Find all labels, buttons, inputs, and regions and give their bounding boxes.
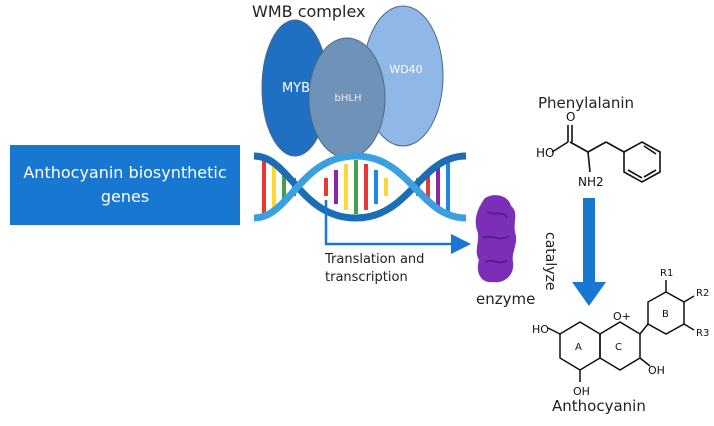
group-r1: R1	[660, 268, 673, 279]
precursor-nh2: NH2	[578, 175, 604, 189]
wd40-label: WD40	[389, 63, 422, 76]
group-o-plus: O+	[613, 310, 631, 323]
genes-label: Anthocyanin biosynthetic genes	[23, 163, 227, 206]
complex-title: WMB complex	[252, 2, 366, 21]
group-r2: R2	[696, 288, 709, 299]
precursor-o: O	[566, 110, 575, 124]
process-label: Translation and transcription	[325, 252, 425, 285]
group-oh-right: OH	[648, 364, 665, 377]
genes-box: Anthocyanin biosynthetic genes	[10, 145, 240, 225]
group-oh-bottom: OH	[573, 385, 590, 398]
dna-double-helix-icon	[253, 152, 467, 222]
enzyme-label: enzyme	[476, 290, 536, 308]
bhlh-label: bHLH	[335, 93, 362, 104]
ring-c-label: C	[615, 342, 622, 353]
precursor-ho: HO	[536, 146, 554, 160]
ring-a-label: A	[575, 342, 582, 353]
group-ho: HO	[532, 323, 549, 336]
precursor-name: Phenylalanin	[538, 94, 635, 112]
group-r3: R3	[696, 328, 709, 339]
enzyme-blob-icon	[475, 195, 517, 283]
ring-b-label: B	[662, 309, 669, 320]
myb-label: MYB	[282, 81, 310, 96]
product-name: Anthocyanin	[552, 397, 646, 415]
